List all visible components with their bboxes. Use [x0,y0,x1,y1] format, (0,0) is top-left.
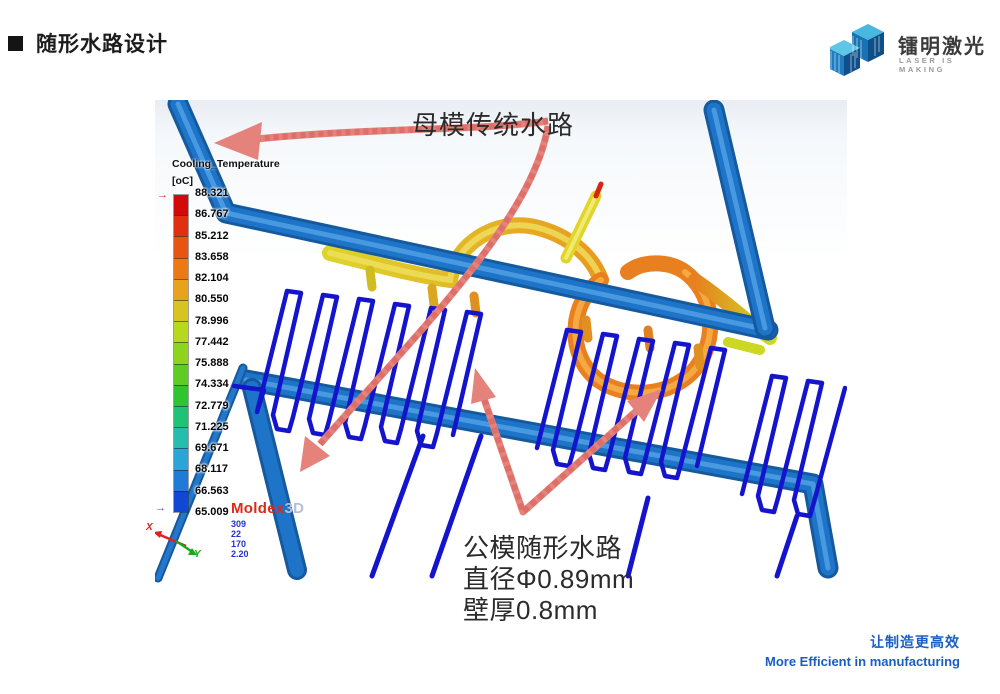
legend-color-segment [174,300,188,322]
legend-color-segment [174,278,188,301]
annotation-arrow-down-icon [300,125,552,472]
annotation-arrow-v-icon [471,368,662,516]
pipe-lower [235,369,839,579]
legend-value: 86.767 [195,208,229,221]
legend-color-segment [174,363,188,385]
page-title: 随形水路设计 [36,33,168,56]
conformal-group-right [739,373,847,519]
moldex-brand: Moldex3D [231,500,304,517]
legend-color-segment [174,469,188,491]
legend-values: 88.321 86.767 85.212 83.658 82.104 80.55… [195,187,229,518]
traditional-pipes [155,100,839,583]
legend-title: Cooling_Temperature [172,158,280,170]
legend-value: 68.117 [195,463,229,476]
pipe-top-right [703,100,776,339]
legend-value: 72.779 [195,399,229,412]
cooling-scene-drawing [155,100,847,583]
vent-red-tip [593,181,604,199]
bullet-square-icon [8,36,23,51]
legend-color-segment [174,257,188,279]
annotation-bottom-line1: 公模随形水路 [463,533,623,563]
axis-triad-icon [155,531,197,555]
pipe-lower-left-drop [242,378,307,580]
legend-color-segment [174,427,188,449]
legend-value: 78.996 [195,314,229,327]
axis-y-label: Y [194,549,201,560]
legend-color-segment [174,195,188,216]
conformal-supply-lines [369,433,800,579]
legend-value: 85.212 [195,229,229,242]
legend-color-segment [174,406,188,428]
annotation-arrows [214,117,662,516]
moldex-number: 309 [231,519,247,529]
legend-color-segment [174,321,188,343]
legend-color-segment [174,236,188,258]
legend-value: 77.442 [195,335,229,348]
annotation-bottom-label: 公模随形水路 直径Φ0.89mm 壁厚0.8mm [463,533,634,626]
moldex-number: 170 [231,539,247,549]
pipe-top-left-and-upper [167,100,779,341]
moldex-watermark: Moldex3D 309 22 170 2.20 [231,500,304,559]
laser-making-logo-icon [830,24,884,76]
annotation-top-label: 母模传统水路 [412,110,575,140]
legend-value: 66.563 [195,484,229,497]
annotation-arrow-left-icon [214,117,549,160]
pipe-thin-left-diagonal [155,363,248,583]
legend-value: 69.671 [195,442,229,455]
legend-colorbar [173,194,189,513]
legend-value: 83.658 [195,250,229,263]
moldex-brand-text: Moldex [231,500,285,517]
legend-value: 80.550 [195,293,229,306]
legend-color-segment [174,490,188,513]
legend-value: 65.009 [195,505,229,518]
legend-color-segment [174,448,188,470]
conformal-group-left [231,288,484,450]
annotation-bottom-line2: 直径Φ0.89mm [463,564,635,594]
legend-max-arrow-icon: → [157,189,168,201]
simulation-image: Cooling_Temperature [oC] → → 88.321 86.7… [146,100,847,628]
moldex-number: 2.20 [231,549,249,559]
footer-slogan-cn: 让制造更高效 [870,634,960,650]
legend-color-segment [174,215,188,237]
legend-min-arrow-icon: → [155,502,166,514]
legend-color-segment [174,342,188,364]
footer-slogan-en: More Efficient in manufacturing [764,654,960,669]
legend-value: 75.888 [195,357,229,370]
footer-slogan: 让制造更高效 More Efficient in manufacturing [765,632,960,669]
conformal-group-middle [534,327,728,481]
legend-value: 88.321 [195,187,229,199]
conformal-channels [231,288,847,579]
moldex-number: 22 [231,529,242,539]
company-logo: 镭明激光 LASER IS MAKING [830,18,990,76]
moldex-brand-suffix: 3D [284,500,305,517]
logo-name: 镭明激光 [898,36,986,58]
legend-value: 82.104 [195,272,229,285]
legend-unit: [oC] [172,175,193,187]
axis-x-label: X [146,522,153,533]
legend-value: 71.225 [195,420,229,433]
legend-value: 74.334 [195,378,229,391]
annotation-bottom-line3: 壁厚0.8mm [463,595,598,625]
legend-color-segment [174,384,188,407]
moldex-numbers: 309 22 170 2.20 [231,519,304,559]
logo-tagline: LASER IS MAKING [899,56,955,74]
